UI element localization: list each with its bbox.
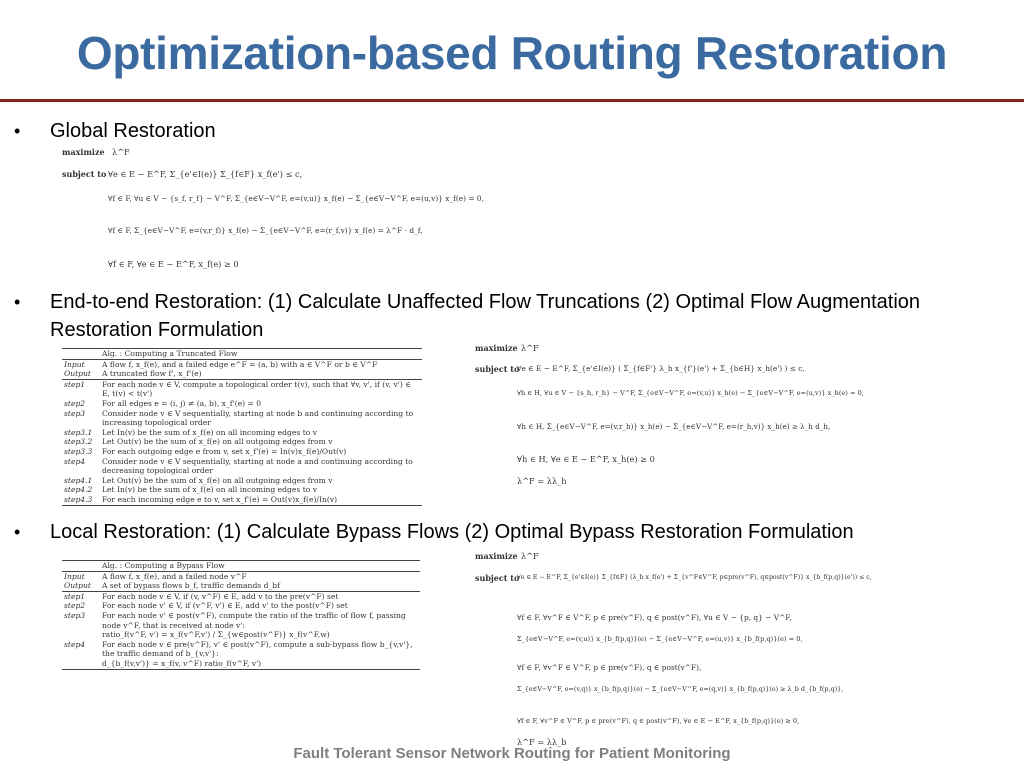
subject-to-label: subject to — [475, 573, 520, 583]
alg-step: step4.1 — [64, 475, 93, 485]
slide-title: Optimization-based Routing Restoration — [76, 27, 948, 79]
alg-step: Output — [62, 581, 100, 592]
constraint-line: ∀f ∈ F, ∀u ∈ V − {s_f, r_f} − V^F, Σ_{e∈… — [108, 194, 484, 203]
alg-step-text: d_{b_f(v,v')} = x_f(v, v^F) ratio_f(v^F,… — [100, 658, 420, 670]
bullet-text: Local Restoration: (1) Calculate Bypass … — [50, 521, 854, 543]
formula-global: maximize λ^F subject to ∀e ∈ E − E^F, Σ_… — [62, 147, 484, 273]
alg-step-text: A flow f, x_f(e), and a failed edge e^F … — [102, 359, 378, 369]
title-divider — [0, 99, 1024, 102]
objective: λ^F — [521, 343, 539, 353]
constraint-line: ∀f ∈ F, ∀e ∈ E − E^F, x_f(e) ≥ 0 — [108, 259, 239, 269]
maximize-label: maximize — [475, 343, 518, 353]
alg-step-text: For each node v ∈ pre(v^F), v' ∈ post(v^… — [102, 639, 413, 659]
alg-step-text: Consider node v ∈ V sequentially, starti… — [102, 456, 413, 476]
alg-step: step4.2 — [64, 485, 93, 495]
slide-footer: Fault Tolerant Sensor Network Routing fo… — [293, 745, 731, 762]
alg-title: Alg. : Computing a Truncated Flow — [62, 348, 422, 360]
alg-step-text: For all edges e = (i, j) ≠ (a, b), x_f'(… — [102, 398, 262, 408]
alg-step: step1 — [64, 591, 86, 601]
constraint-line: ∀e ∈ E − E^F, Σ_{e'∈I(e)} Σ_{f∈F} x_f(e'… — [108, 169, 303, 179]
alg-step: step3.1 — [64, 427, 93, 437]
constraint-line: ∀h ∈ H, ∀e ∈ E − E^F, x_h(e) ≥ 0 — [517, 454, 655, 464]
alg-step-text: For each node v ∈ V, compute a topologic… — [102, 379, 411, 399]
alg-step: step3 — [64, 610, 86, 620]
bullet-glyph: • — [14, 292, 21, 312]
bullet-text: End-to-end Restoration: (1) Calculate Un… — [50, 291, 921, 341]
alg-step: step4 — [64, 456, 86, 466]
subject-to-label: subject to — [475, 364, 520, 374]
alg-bypass-flow: Alg. : Computing a Bypass Flow Input A fl… — [62, 560, 420, 670]
alg-step-text: For each node v' ∈ post(v^F), compute th… — [102, 610, 406, 630]
alg-step: step1 — [64, 379, 86, 389]
alg-step-text: For each outgoing edge e from v, set x_f… — [102, 446, 347, 456]
alg-step — [62, 658, 100, 670]
objective: λ^F — [521, 551, 539, 561]
constraint-line: ∀f ∈ F, ∀v^F ∈ V^F, p ∈ pre(v^F), q ∈ po… — [517, 613, 792, 622]
constraint-line: ∀f ∈ F, ∀v^F ∈ V^F, p ∈ pre(v^F), q ∈ po… — [517, 717, 800, 725]
constraint-line: λ^F = λλ_h — [517, 476, 567, 486]
constraint-line: Σ_{e∈V−V^F, e=(v,u)} x_{b_f(p,q)}(e) − Σ… — [517, 635, 803, 643]
alg-step: step4.3 — [62, 494, 100, 506]
alg-step-text: For each node v ∈ V, if (v, v^F) ∈ E, ad… — [102, 591, 339, 601]
constraint-line: ∀f ∈ F, ∀v^F ∈ V^F, p ∈ pre(v^F), q ∈ po… — [517, 663, 702, 672]
bullet-text: Global Restoration — [50, 120, 216, 142]
constraint-line: ∀h ∈ H, ∀u ∈ V − {s_h, r_h} − V^F, Σ_{e∈… — [517, 389, 864, 397]
alg-step-text: ratio_f(v^F, v') = x_f(v^F,v') / Σ_{w∈po… — [102, 630, 330, 640]
constraint-line: ∀e ∈ E − E^F, Σ_{e'∈I(e)} ( Σ_{f∈F'} λ_h… — [517, 364, 805, 373]
alg-step: step2 — [64, 601, 86, 611]
alg-step-text: A flow f, x_f(e), and a failed node v^F — [102, 571, 247, 581]
alg-step: step3 — [64, 408, 86, 418]
constraint-line: λ^F = λλ_b — [517, 737, 567, 747]
alg-step-text: A truncated flow f', x_f'(e) — [100, 369, 422, 380]
alg-step: Output — [62, 369, 100, 380]
bullet-glyph: • — [14, 522, 21, 542]
constraint-line: ∀e ∈ E − E^F, Σ_{e'∈I(e)} Σ_{f∈F} (λ_b x… — [517, 574, 872, 581]
alg-step-text: Consider node v ∈ V sequentially, starti… — [102, 408, 414, 428]
alg-step: step3.2 — [64, 437, 93, 447]
alg-step: Input — [64, 571, 85, 581]
alg-step: step3.3 — [64, 446, 93, 456]
alg-step — [62, 630, 100, 640]
subject-to-label: subject to — [62, 169, 107, 179]
alg-step-text: For each node v' ∈ V, if (v^F, v') ∈ E, … — [102, 601, 348, 611]
formula-end-to-end: maximize λ^F subject to ∀e ∈ E − E^F, Σ_… — [475, 343, 864, 494]
maximize-label: maximize — [475, 551, 518, 561]
alg-step-text: Let Out(v) be the sum of x_f(e) on all o… — [102, 437, 333, 447]
alg-step: Input — [64, 359, 85, 369]
formula-local: maximize λ^F subject to ∀e ∈ E − E^F, Σ_… — [475, 551, 872, 747]
constraint-line: ∀f ∈ F, Σ_{e∈V−V^F, e=(v,r_f)} x_f(e) − … — [108, 226, 423, 235]
alg-step: step2 — [64, 398, 86, 408]
alg-step-text: Let In(v) be the sum of x_f(e) on all in… — [102, 427, 318, 437]
objective: λ^F — [112, 147, 130, 157]
alg-step-text: A set of bypass flows b_f, traffic deman… — [100, 581, 420, 592]
constraint-line: Σ_{e∈V−V^F, e=(v,q)} x_{b_f(p,q)}(e) − Σ… — [517, 685, 844, 693]
alg-title: Alg. : Computing a Bypass Flow — [62, 560, 420, 572]
alg-step-text: Let Out(v) be the sum of x_f(e) on all o… — [102, 475, 333, 485]
constraint-line: ∀h ∈ H, Σ_{e∈V−V^F, e=(v,r_h)} x_h(e) − … — [517, 422, 831, 431]
alg-step: step4 — [64, 639, 86, 649]
alg-step-text: Let In(v) be the sum of x_f(e) on all in… — [102, 485, 318, 495]
alg-step-text: For each incoming edge e to v, set x_f'(… — [100, 494, 422, 506]
maximize-label: maximize — [62, 147, 105, 157]
bullet-glyph: • — [14, 121, 21, 141]
